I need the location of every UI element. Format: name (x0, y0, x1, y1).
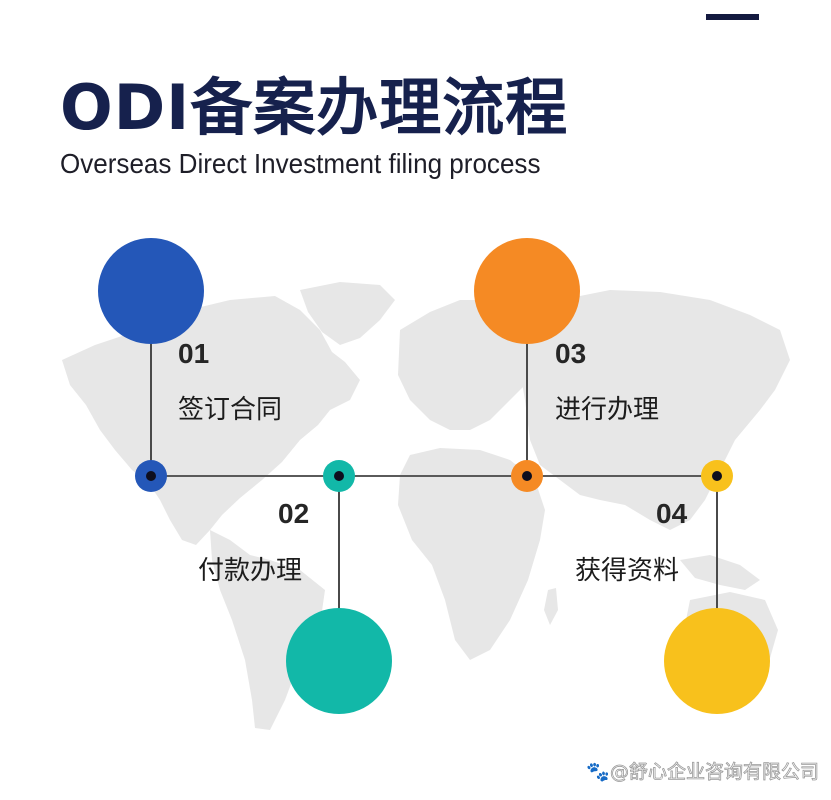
step3-label: 进行办理 (555, 395, 660, 425)
step4-node (701, 460, 733, 492)
step2-circle (286, 608, 392, 714)
step3-node (511, 460, 543, 492)
accent-bar (706, 14, 759, 20)
step4-circle (664, 608, 770, 714)
step2-node (323, 460, 355, 492)
step1-label: 签订合同 (178, 395, 283, 425)
watermark: 🐾@舒心企业咨询有限公司 (586, 757, 819, 784)
step2-stem (338, 476, 340, 610)
node-core-dot (522, 471, 532, 481)
step3-number: 03 (555, 338, 587, 369)
page-subtitle: Overseas Direct Investment filing proces… (60, 148, 541, 179)
step2-number: 02 (278, 498, 310, 529)
node-core-dot (334, 471, 344, 481)
node-core-dot (712, 471, 722, 481)
step4-label: 获得资料 (575, 556, 680, 586)
paw-icon: 🐾 (586, 761, 610, 784)
step1-number: 01 (178, 338, 210, 369)
step4-stem (716, 476, 718, 610)
node-core-dot (146, 471, 156, 481)
step4-number: 04 (656, 498, 688, 529)
step1-node (135, 460, 167, 492)
watermark-text: @舒心企业咨询有限公司 (609, 761, 820, 784)
step3-circle (474, 238, 580, 344)
step2-label: 付款办理 (198, 556, 303, 586)
timeline-connector (151, 475, 717, 477)
page-title: ODI备案办理流程 (60, 71, 569, 144)
step3-stem (526, 340, 528, 476)
step1-circle (98, 238, 204, 344)
step1-stem (150, 340, 152, 476)
